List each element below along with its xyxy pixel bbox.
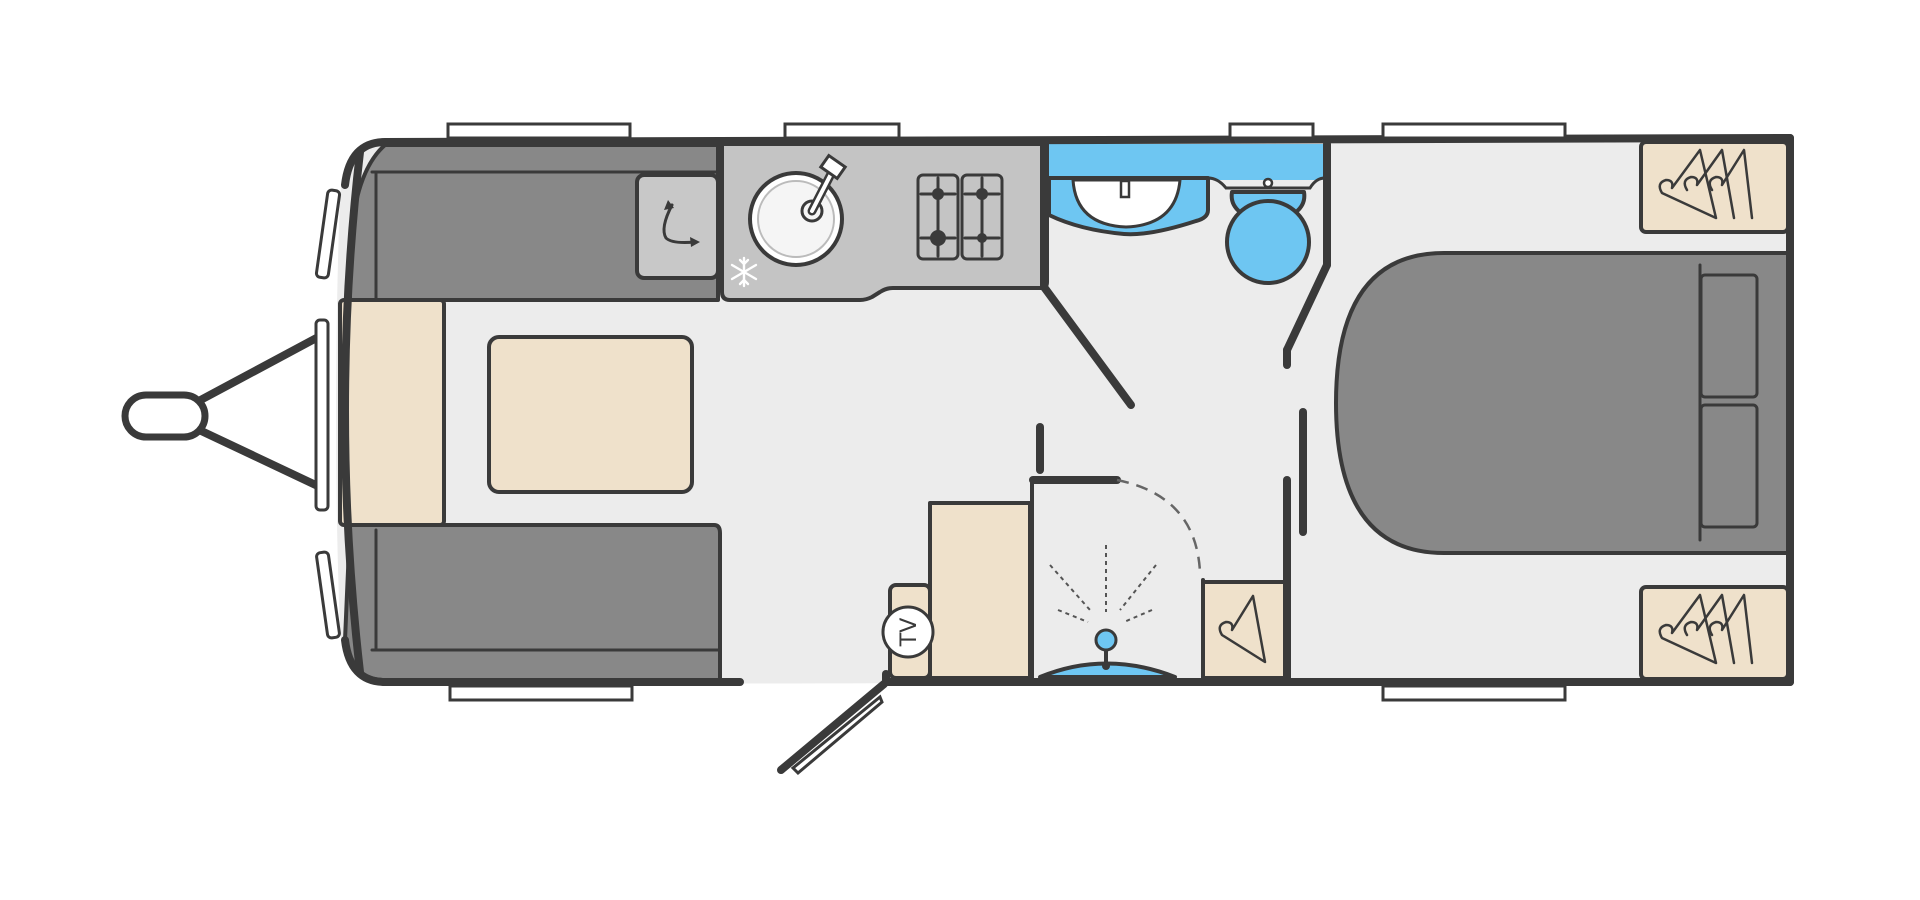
wardrobe-bottom xyxy=(1639,585,1790,681)
swivel-unit xyxy=(635,173,720,280)
washroom-wardrobe xyxy=(1201,580,1290,680)
coat-hanger-icon xyxy=(1218,594,1267,664)
outer-walls xyxy=(341,134,1794,686)
dining-table xyxy=(487,335,694,494)
window xyxy=(446,122,632,140)
toilet xyxy=(1207,176,1326,285)
coat-hanger-icon xyxy=(1658,148,1754,665)
shower-spray-icon xyxy=(1038,545,1177,679)
fridge-snowflake-icon xyxy=(730,256,758,288)
washroom xyxy=(1040,140,1331,409)
hob-burner-icon xyxy=(916,173,1004,261)
swivel-arrow-icon xyxy=(662,200,700,247)
pillow-top xyxy=(1699,273,1759,399)
window xyxy=(315,550,341,640)
shower-door-swing xyxy=(1116,478,1202,573)
tow-hitch xyxy=(121,331,326,492)
entrance-door xyxy=(777,680,888,776)
kitchen xyxy=(720,142,1049,302)
tv-label: TV xyxy=(897,618,922,648)
sofa-bottom xyxy=(343,523,722,682)
tv-symbol xyxy=(881,605,935,659)
storage-cabinet xyxy=(928,501,1032,680)
window xyxy=(448,684,634,702)
window xyxy=(314,188,342,280)
pillow-bottom xyxy=(1699,403,1759,529)
windows xyxy=(314,122,1567,702)
window xyxy=(1381,122,1567,140)
front-lounge xyxy=(338,143,722,682)
window xyxy=(1381,684,1567,702)
front-chest xyxy=(338,298,446,527)
window xyxy=(314,318,330,512)
window xyxy=(783,122,901,140)
double-bed xyxy=(1334,251,1792,555)
window xyxy=(1228,122,1315,140)
kitchen-sink xyxy=(748,153,848,267)
bedroom xyxy=(1334,140,1792,681)
centre-units: TV xyxy=(881,408,1307,682)
